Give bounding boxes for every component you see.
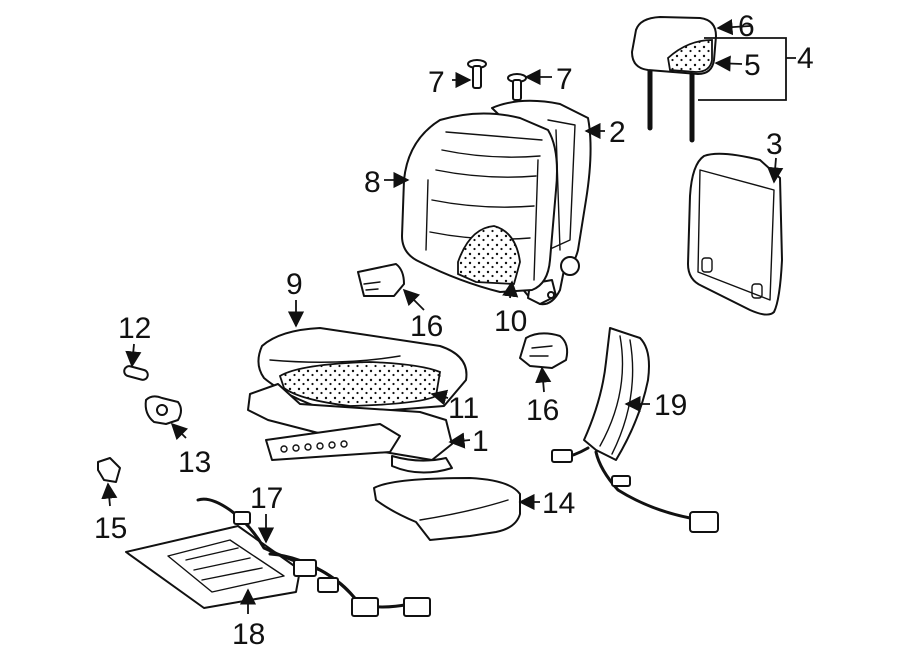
screw-part-right <box>507 73 527 101</box>
callout-16-lower: 16 <box>526 394 559 427</box>
side-shield-part <box>373 477 521 541</box>
callout-9: 9 <box>286 268 303 301</box>
callout-7-right: 7 <box>556 63 573 96</box>
callout-5: 5 <box>744 49 761 82</box>
callout-15: 15 <box>94 512 127 545</box>
callout-7-left: 7 <box>428 66 445 99</box>
callout-leaders <box>101 19 796 614</box>
callout-3: 3 <box>766 128 783 161</box>
screw-part-left <box>467 59 487 89</box>
callout-2: 2 <box>609 116 626 149</box>
trim-clip-part-upper <box>357 263 405 297</box>
callout-16-upper: 16 <box>410 310 443 343</box>
callout-4: 4 <box>797 42 814 75</box>
wiring-harness-part <box>196 497 431 617</box>
connector-part <box>97 457 121 483</box>
seat-cushion-part <box>257 327 468 415</box>
callout-18: 18 <box>232 618 265 651</box>
heater-pad-part <box>125 525 301 609</box>
callout-13: 13 <box>178 446 211 479</box>
side-airbag-part <box>551 327 719 533</box>
callout-8: 8 <box>364 166 381 199</box>
headrest-part <box>631 16 717 143</box>
switch-part <box>144 395 182 425</box>
seat-frame-part <box>247 383 453 474</box>
callout-12: 12 <box>118 312 151 345</box>
callout-14: 14 <box>542 487 575 520</box>
callout-10: 10 <box>494 305 527 338</box>
callout-labels: 1 2 3 4 5 6 7 7 8 9 10 11 12 13 14 15 16… <box>94 10 814 651</box>
pin-part <box>123 365 149 381</box>
callout-11: 11 <box>448 392 479 425</box>
callout-6: 6 <box>738 10 755 43</box>
back-panel-part <box>687 152 783 316</box>
seat-back-cover-part <box>401 112 558 293</box>
callout-19: 19 <box>654 389 687 422</box>
callout-17: 17 <box>250 482 283 515</box>
trim-clip-part-lower <box>519 332 569 369</box>
callout-1: 1 <box>472 425 489 458</box>
